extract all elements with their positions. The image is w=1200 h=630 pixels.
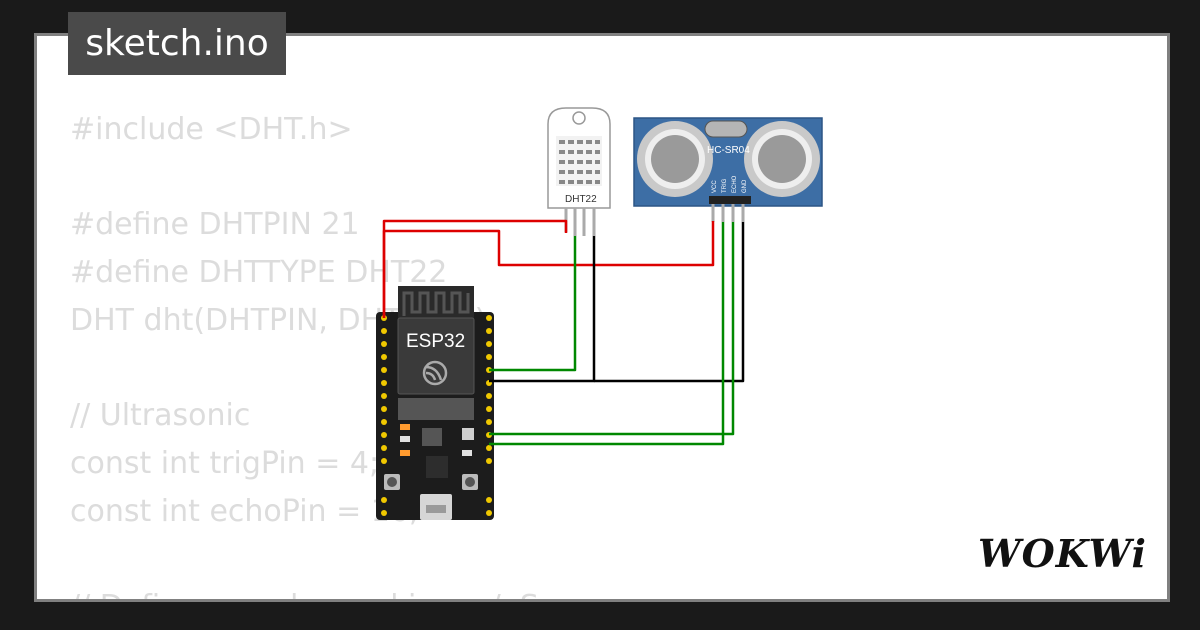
esp32-board[interactable]: ESP32 — [376, 286, 494, 520]
espressif-logo — [422, 360, 448, 386]
dht22-pins — [564, 208, 596, 236]
left-transducer — [637, 121, 713, 197]
esp32-label: ESP32 — [406, 331, 465, 352]
wokwi-logo: WOKWi — [978, 531, 1147, 576]
code-line: const int trigPin = 4; — [70, 445, 380, 481]
wire-echo[interactable] — [489, 222, 735, 436]
code-preview: #include <DHT.h> #define DHTPIN 21 #defi… — [70, 106, 539, 599]
antenna-trace — [402, 291, 470, 316]
right-transducer — [744, 121, 820, 197]
code-line: #define DHTTYPE DHT22 — [70, 255, 448, 291]
usb-chip — [426, 456, 448, 478]
code-line: #include <DHT.h> — [70, 112, 353, 147]
dht22-sensor[interactable]: DHT22 — [547, 107, 611, 236]
hc-sr04-sensor[interactable]: HC-SR04 VCC TRIG ECHO GND — [633, 117, 823, 222]
code-line: #define DHTPIN 21 — [70, 207, 360, 243]
wire-hcsr04-vcc[interactable] — [382, 221, 715, 318]
pin-label-gnd: GND — [742, 179, 748, 193]
dht22-label: DHT22 — [565, 194, 597, 205]
code-line: // Ultrasonic — [70, 398, 251, 434]
hc-sr04-header — [709, 196, 751, 204]
led — [462, 428, 474, 440]
crystal — [704, 120, 748, 138]
wire-trig[interactable] — [489, 222, 725, 446]
hc-sr04-pins — [711, 204, 745, 222]
hc-sr04-pin-labels: VCC TRIG ECHO GND — [712, 175, 748, 193]
wire-ground[interactable] — [489, 236, 596, 383]
esp32-right-pins — [486, 315, 492, 516]
wire-hcsr04-gnd[interactable] — [594, 222, 745, 383]
hc-sr04-label: HC-SR04 — [707, 145, 750, 156]
wire-dht-data[interactable] — [489, 236, 577, 372]
esp32-left-pins — [381, 315, 387, 516]
dht22-mount-hole — [572, 111, 586, 125]
pin-label-trig: TRIG — [722, 178, 728, 193]
pin-label-echo: ECHO — [732, 175, 738, 193]
pin-label-vcc: VCC — [712, 180, 718, 193]
code-line: // Define sound speed in cm/uS — [70, 589, 539, 599]
module-pads — [398, 398, 474, 420]
dht22-vents — [559, 140, 600, 184]
regulator-chip — [422, 428, 442, 446]
wires — [382, 219, 745, 446]
sketch-filename-badge: sketch.ino — [68, 12, 286, 75]
esp32-module — [397, 317, 475, 395]
